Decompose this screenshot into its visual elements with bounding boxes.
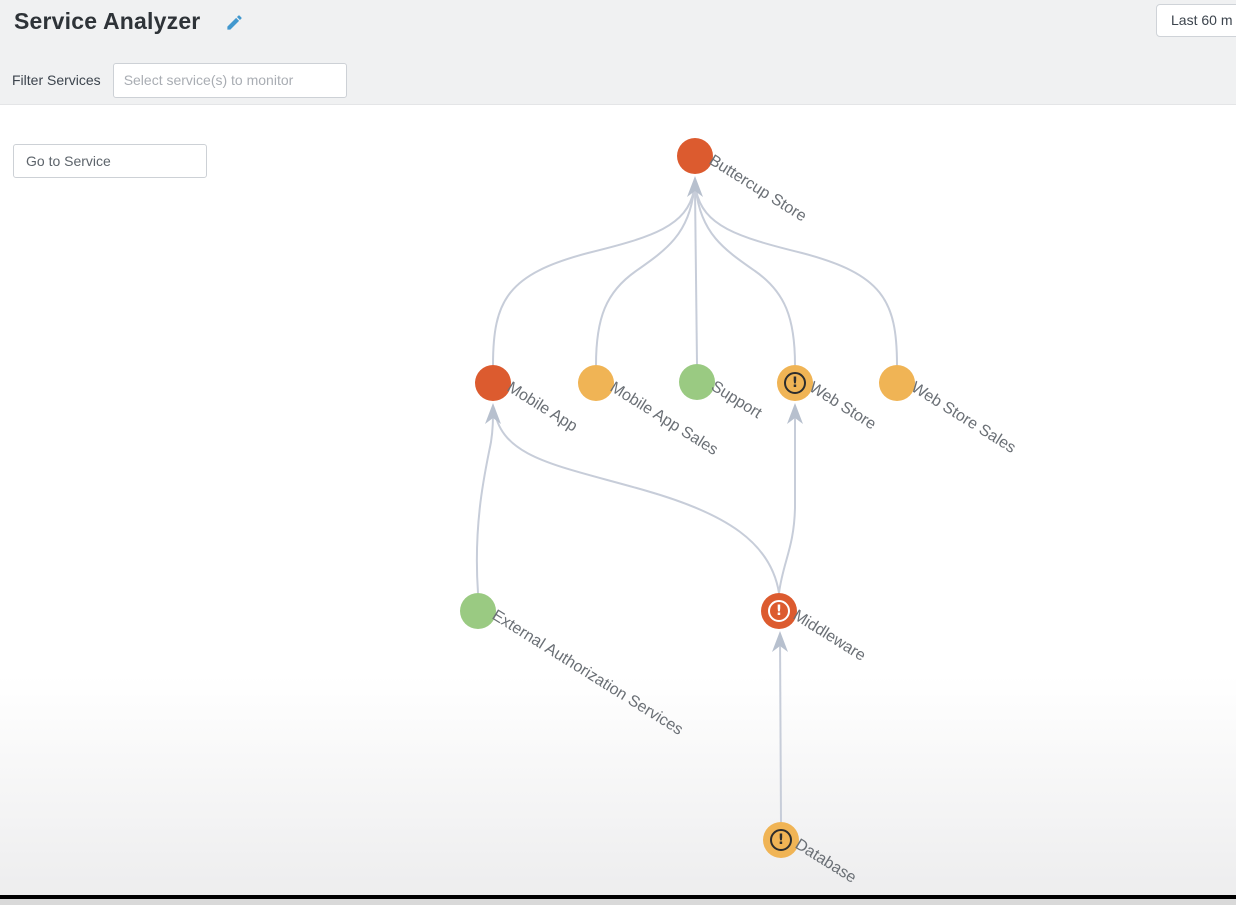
service-node-middleware[interactable]: ! [761, 593, 797, 629]
edit-title-pencil-icon[interactable] [225, 13, 244, 32]
filter-services-input[interactable] [112, 62, 347, 98]
arrowhead-into-web-store [787, 403, 803, 424]
service-node-web-store-sales[interactable] [879, 365, 915, 401]
page-title: Service Analyzer [14, 8, 201, 34]
service-node-buttercup-store[interactable] [677, 138, 713, 174]
service-node-database[interactable]: ! [763, 822, 799, 858]
service-node-web-store[interactable]: ! [777, 365, 813, 401]
edge-web-store-sales-to-buttercup-store [695, 189, 898, 366]
edge-middleware-to-web-store [778, 408, 796, 594]
time-range-button[interactable]: Last 60 m [1156, 4, 1236, 37]
header-bar: Service Analyzer Last 60 m Filter Servic… [0, 0, 1236, 105]
edge-mobile-app-sales-to-buttercup-store [595, 189, 695, 366]
arrowhead-into-mobile-app [485, 403, 501, 424]
service-node-mobile-app[interactable] [475, 365, 511, 401]
alert-exclamation-icon: ! [768, 600, 790, 622]
edge-mobile-app-to-buttercup-store [492, 189, 695, 366]
edge-support-to-buttercup-store [694, 189, 698, 365]
alert-exclamation-icon: ! [784, 372, 806, 394]
go-to-service-dropdown[interactable]: Go to Service [13, 144, 207, 178]
service-node-support[interactable] [679, 364, 715, 400]
window-bottom-edge [0, 895, 1236, 899]
alert-exclamation-icon: ! [770, 829, 792, 851]
edge-web-store-to-buttercup-store [695, 189, 796, 366]
dependency-edges [475, 176, 898, 823]
service-node-mobile-app-sales[interactable] [578, 365, 614, 401]
arrowhead-into-buttercup-store [687, 176, 703, 197]
edge-database-to-middleware [779, 635, 782, 823]
arrowhead-into-middleware [772, 631, 788, 652]
edge-middleware-to-mobile-app [493, 407, 780, 594]
service-node-external-authorization-services[interactable] [460, 593, 496, 629]
edge-external-authorization-services-to-mobile-app [475, 407, 494, 594]
window-bottom-strip [0, 899, 1236, 905]
filter-services-label: Filter Services [12, 72, 101, 88]
